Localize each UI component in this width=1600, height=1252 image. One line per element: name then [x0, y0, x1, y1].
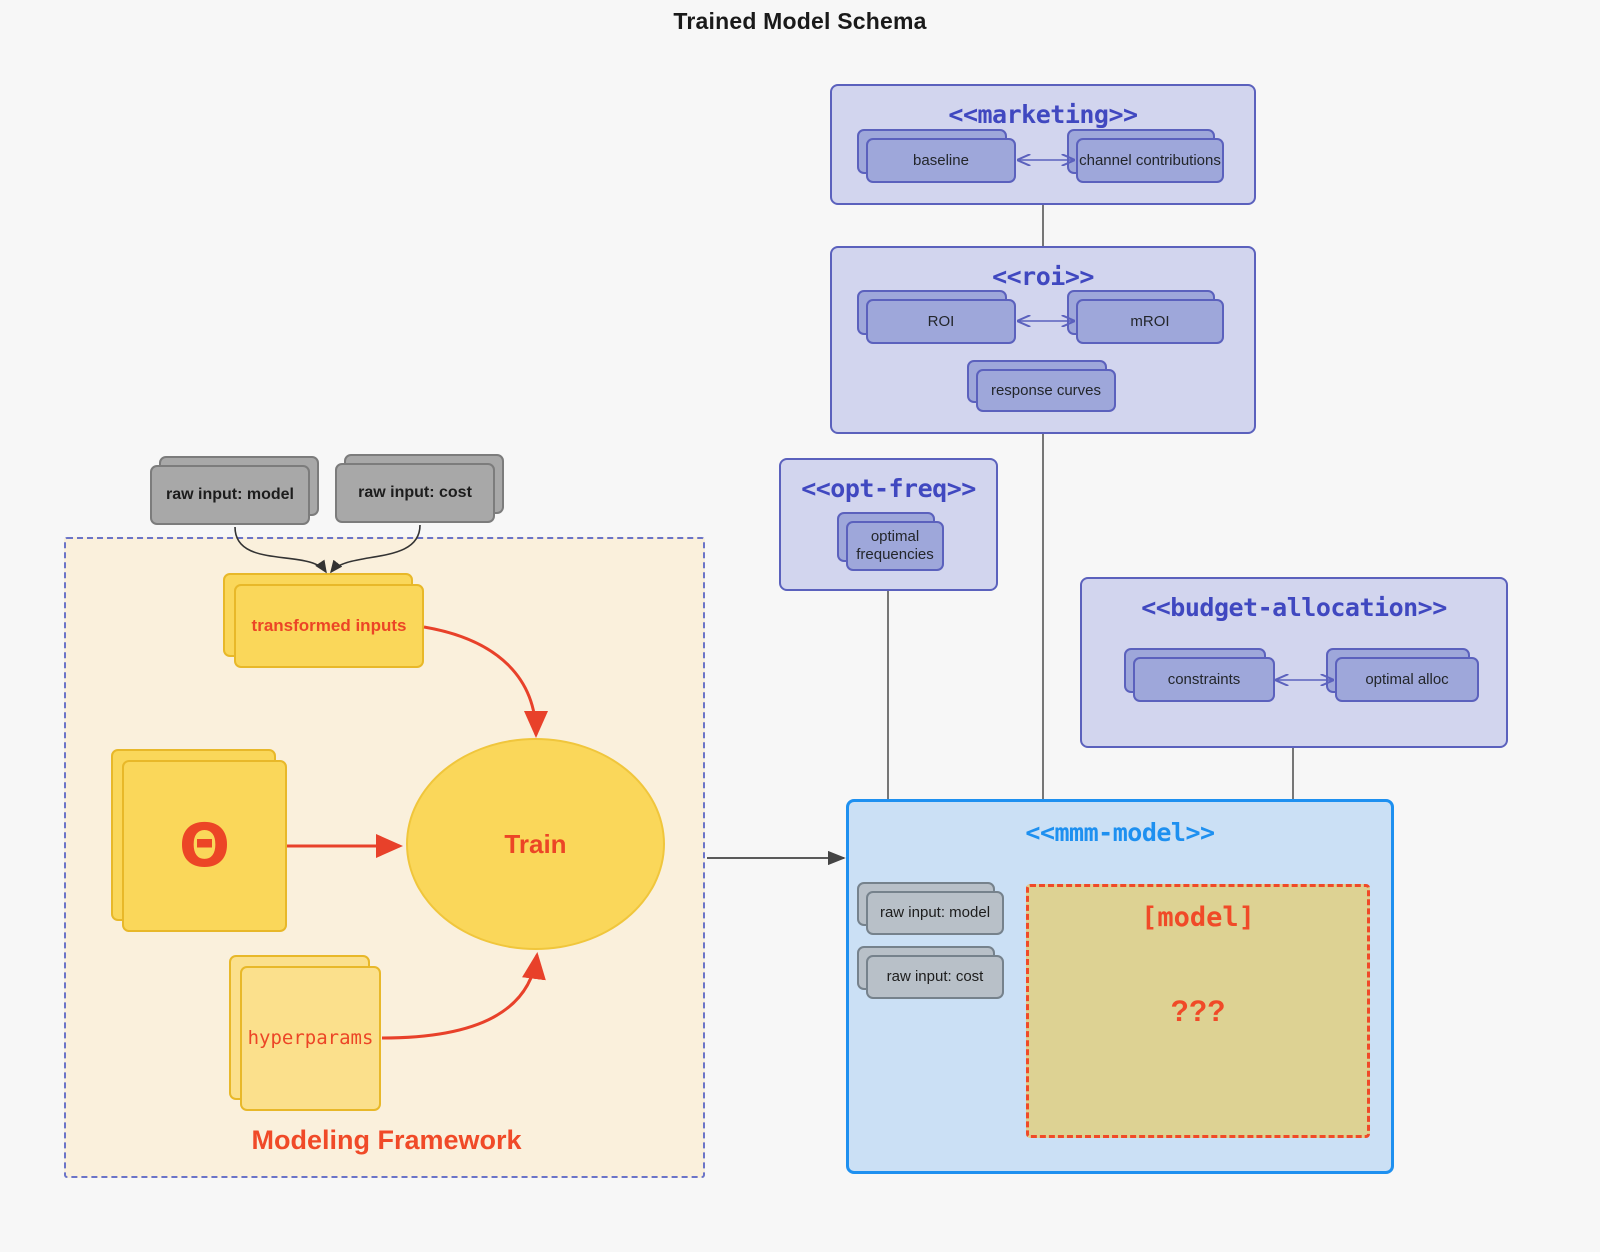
package-roi-title: <<roi>> [992, 262, 1094, 291]
node-mroi-label: mROI [1076, 299, 1224, 344]
package-mmm-model-title: <<mmm-model>> [1025, 818, 1215, 847]
node-roi[interactable]: ROI [857, 290, 1016, 344]
package-budget-allocation-title: <<budget-allocation>> [1141, 593, 1447, 622]
mmm-raw-input-cost[interactable]: raw input: cost [857, 946, 1004, 999]
node-roi-label: ROI [866, 299, 1016, 344]
mmm-raw-input-model[interactable]: raw input: model [857, 882, 1004, 935]
raw-input-model-card[interactable]: raw input: model [150, 456, 319, 525]
package-marketing-title: <<marketing>> [948, 100, 1138, 129]
raw-input-cost-label: raw input: cost [335, 463, 495, 523]
hyperparams-label: hyperparams [240, 966, 381, 1111]
node-channel-contributions-label: channel contributions [1076, 138, 1224, 183]
node-baseline-label: baseline [866, 138, 1016, 183]
hyperparams-card[interactable]: hyperparams [229, 955, 381, 1111]
mmm-raw-input-model-label: raw input: model [866, 891, 1004, 935]
raw-input-cost-card[interactable]: raw input: cost [335, 454, 504, 523]
train-label: Train [504, 828, 567, 859]
node-response-curves[interactable]: response curves [967, 360, 1116, 412]
node-optimal-frequencies[interactable]: optimal frequencies [837, 512, 944, 571]
package-opt-freq-title: <<opt-freq>> [801, 474, 976, 503]
theta-card[interactable]: Θ [111, 749, 287, 932]
theta-glyph: Θ [178, 811, 230, 881]
node-mroi[interactable]: mROI [1067, 290, 1224, 344]
node-response-curves-label: response curves [976, 369, 1116, 412]
modeling-framework-label: Modeling Framework [251, 1125, 522, 1155]
train-ellipse[interactable]: Train [406, 738, 665, 950]
node-baseline[interactable]: baseline [857, 129, 1016, 183]
node-constraints-label: constraints [1133, 657, 1275, 702]
model-slot[interactable]: [model] ??? [1026, 884, 1370, 1138]
page-title: Trained Model Schema [673, 8, 927, 34]
node-channel-contributions[interactable]: channel contributions [1067, 129, 1224, 183]
node-optimal-frequencies-label: optimal frequencies [846, 521, 944, 571]
transformed-inputs-card[interactable]: transformed inputs [223, 573, 424, 668]
model-slot-title: [model] [1141, 902, 1255, 933]
node-optimal-alloc[interactable]: optimal alloc [1326, 648, 1479, 702]
raw-input-model-label: raw input: model [150, 465, 310, 525]
theta-label: Θ [122, 760, 287, 932]
node-optimal-frequencies-line2: frequencies [856, 546, 934, 563]
node-optimal-alloc-label: optimal alloc [1335, 657, 1479, 702]
node-optimal-frequencies-line1: optimal [870, 528, 920, 545]
model-slot-question: ??? [1170, 995, 1226, 1028]
node-constraints[interactable]: constraints [1124, 648, 1275, 702]
mmm-raw-input-cost-label: raw input: cost [866, 955, 1004, 999]
transformed-inputs-label: transformed inputs [234, 584, 424, 668]
